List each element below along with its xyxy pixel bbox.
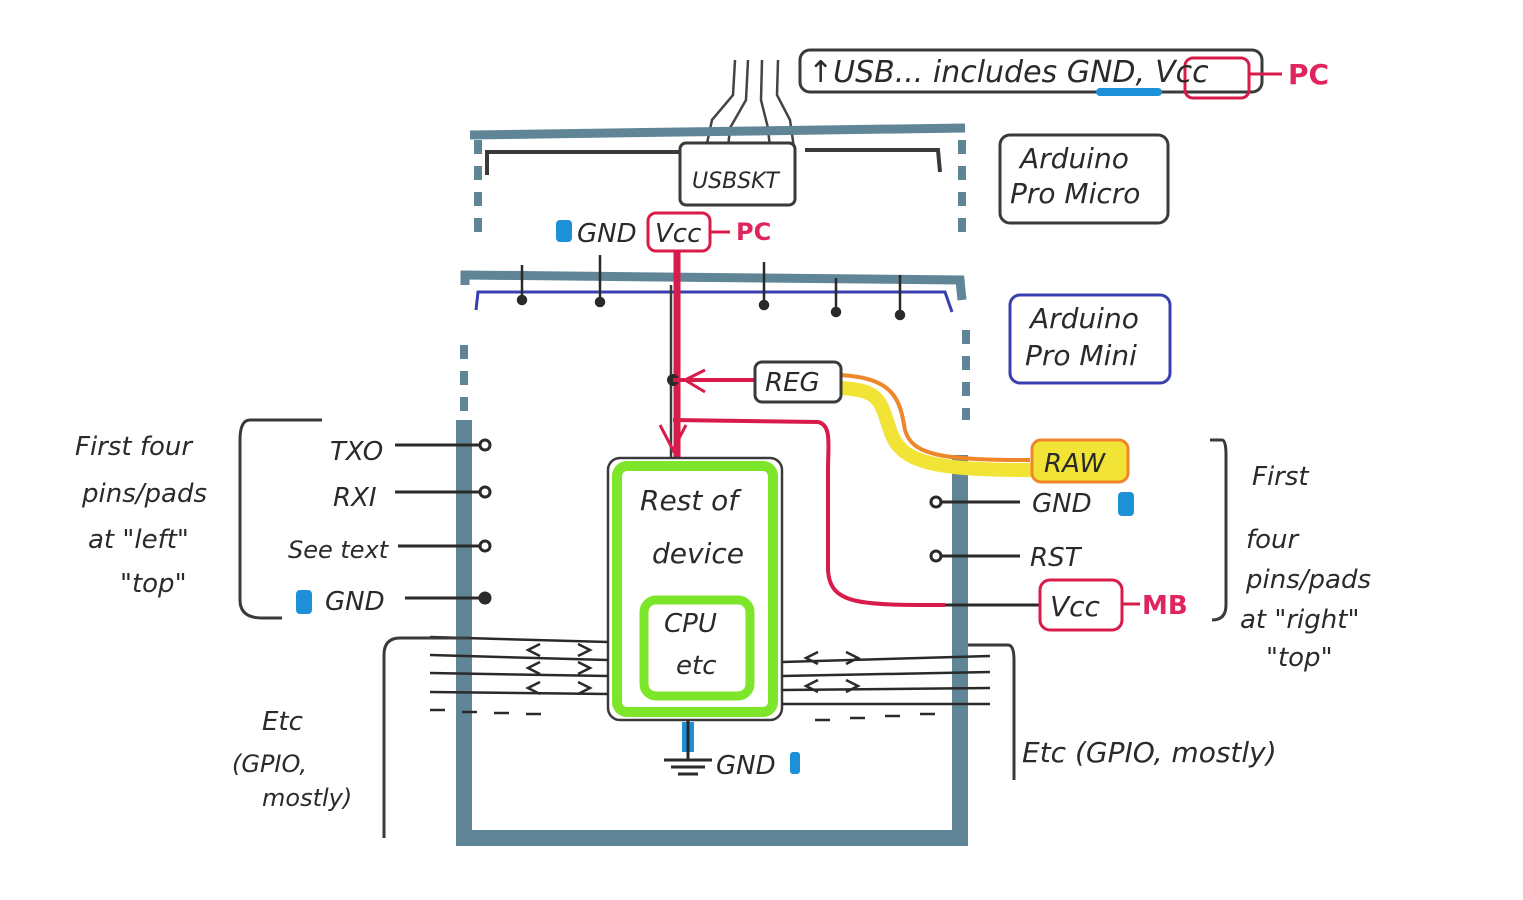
- usb-note-box: [798, 48, 1264, 94]
- top-vcc-source: PC: [736, 218, 771, 246]
- right-note-line1: First: [1252, 462, 1309, 492]
- left-note-line2: pins/pads: [81, 479, 207, 509]
- right-note-line2: four: [1246, 525, 1301, 555]
- ground-symbol: [664, 720, 712, 776]
- right-pin-raw-box: [1030, 438, 1130, 484]
- right-note-line3: pins/pads: [1245, 565, 1371, 595]
- power-trunk: [658, 250, 946, 607]
- bottom-gnd-blue-mark: [790, 752, 800, 774]
- left-etc-line1: Etc: [262, 707, 303, 737]
- right-pin-vcc: Vcc: [1050, 590, 1101, 623]
- right-gpio-lines: [781, 650, 991, 722]
- regulator-label: REG: [765, 368, 820, 398]
- usb-arrow: ↑: [808, 55, 833, 90]
- pro-mini-header-pins: [516, 255, 906, 321]
- right-pin-vcc-source: MB: [1142, 591, 1188, 621]
- cpu-block: [639, 595, 755, 701]
- usb-note-text: ↑USB... includes GND, Vcc: [808, 55, 1209, 90]
- pro-mini-label-line1: Arduino: [1028, 302, 1139, 335]
- regulator-box: [753, 360, 843, 404]
- usb-note-source: PC: [1288, 58, 1329, 91]
- left-pin-see-text: See text: [288, 536, 390, 564]
- bottom-gnd-label: GND: [716, 751, 776, 781]
- raw-yellow-trace: [833, 381, 1037, 477]
- rest-of-device-line2: device: [652, 537, 744, 570]
- right-etc-bracket: [968, 643, 1016, 780]
- left-note-line3: at "left": [88, 525, 189, 555]
- right-etc-label: Etc (GPIO, mostly): [1022, 736, 1277, 769]
- pro-micro-label-box: [998, 133, 1170, 225]
- left-pin-gnd: GND: [325, 587, 385, 617]
- usb-socket: [678, 141, 797, 207]
- pro-mini-board: [456, 270, 970, 846]
- left-pin-gnd-blue-mark: [296, 590, 312, 614]
- top-gnd-label: GND: [577, 219, 637, 249]
- rest-of-device-line1: Rest of: [640, 484, 742, 517]
- right-note-line5: "top": [1266, 643, 1333, 673]
- cpu-line1: CPU: [664, 609, 717, 639]
- left-gpio-lines: [429, 635, 609, 716]
- usb-note-vcc-box: [1183, 56, 1251, 100]
- cpu-line2: etc: [676, 651, 717, 681]
- raw-orange-trace: [839, 373, 1031, 462]
- pro-micro-label-line2: Pro Micro: [1010, 177, 1140, 210]
- pro-mini-label-line2: Pro Mini: [1025, 339, 1137, 372]
- usb-socket-label: USBSKT: [692, 169, 781, 194]
- right-pin-leads: [929, 495, 1040, 607]
- left-etc-bracket: [382, 636, 470, 838]
- usb-comma: ,: [1136, 55, 1146, 90]
- right-pin-rst: RST: [1030, 543, 1083, 573]
- right-pin-gnd-blue-mark: [1118, 492, 1134, 516]
- left-brace: [238, 418, 322, 620]
- top-vcc-label: Vcc: [655, 219, 701, 249]
- usb-prefix: USB... includes: [833, 55, 1067, 90]
- left-note-line4: "top": [120, 569, 187, 599]
- right-pin-raw: RAW: [1044, 449, 1106, 479]
- usb-gnd: GND: [1067, 55, 1136, 90]
- top-gnd-blue-mark: [556, 220, 572, 242]
- left-pin-leads: [395, 438, 492, 605]
- rest-of-device-green-outline: [612, 461, 778, 717]
- left-pin-rxi: RXI: [333, 483, 377, 513]
- right-pin-gnd: GND: [1032, 489, 1092, 519]
- left-note-line1: First four: [75, 432, 194, 462]
- pro-mini-label-box: [1008, 293, 1172, 385]
- left-etc-line3: mostly): [262, 784, 352, 812]
- pro-micro-board: [469, 123, 966, 240]
- right-note-line4: at "right": [1240, 605, 1359, 635]
- left-etc-line2: (GPIO,: [232, 750, 307, 778]
- pro-micro-label-line1: Arduino: [1018, 142, 1129, 175]
- left-pin-txo: TXO: [330, 437, 383, 467]
- right-brace: [1210, 438, 1228, 622]
- usb-vcc: Vcc: [1155, 55, 1209, 90]
